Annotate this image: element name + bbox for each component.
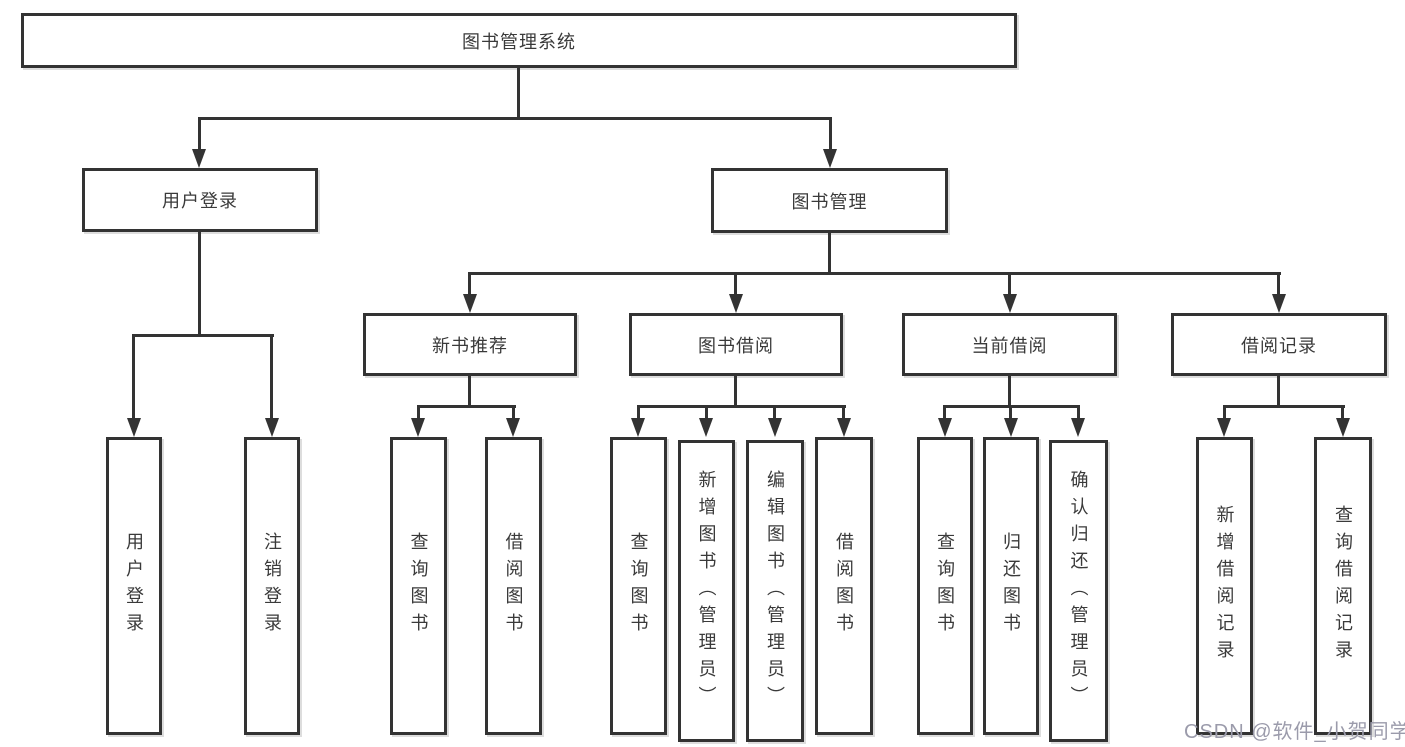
- connector-line: [828, 233, 831, 274]
- connector-line: [512, 405, 515, 422]
- node-root: 图书管理系统: [21, 13, 1017, 68]
- leaf-label: 确认归还（管理员）: [1068, 469, 1089, 713]
- csdn-watermark: CSDN @软件_小贺同学: [1184, 721, 1405, 743]
- connector-line: [705, 405, 708, 422]
- connector-line: [637, 405, 640, 422]
- connector-line: [468, 272, 471, 298]
- connector-line: [417, 405, 516, 408]
- connector-line: [1008, 375, 1011, 407]
- arrow-down-icon: [506, 418, 520, 437]
- leaf-user-login-label: 用户登录: [124, 532, 144, 640]
- leaf-label: 新增借阅记录: [1214, 505, 1235, 667]
- node-current-borrow-label: 当前借阅: [971, 335, 1048, 356]
- arrow-down-icon: [699, 418, 713, 437]
- node-book-management: 图书管理: [711, 168, 948, 233]
- leaf-query-books-borrow: 查询图书: [610, 437, 667, 735]
- node-book-management-label: 图书管理: [791, 191, 868, 212]
- leaf-label: 借阅图书: [834, 532, 854, 640]
- leaf-query-borrow-record: 查询借阅记录: [1314, 437, 1372, 735]
- connector-line: [517, 68, 520, 118]
- node-borrow-records-label: 借阅记录: [1241, 335, 1317, 356]
- connector-line: [734, 375, 737, 407]
- leaf-logout-label: 注销登录: [262, 532, 282, 640]
- connector-line: [1223, 405, 1345, 408]
- node-root-label: 图书管理系统: [462, 31, 576, 52]
- connector-line: [132, 334, 274, 337]
- connector-line: [468, 272, 1281, 275]
- leaf-logout: 注销登录: [244, 437, 300, 735]
- connector-line: [943, 405, 946, 422]
- leaf-borrow-books-recommend: 借阅图书: [485, 437, 542, 735]
- arrow-down-icon: [127, 418, 141, 437]
- connector-line: [198, 117, 201, 152]
- arrow-down-icon: [192, 149, 206, 168]
- arrow-down-icon: [631, 418, 645, 437]
- connector-line: [842, 405, 845, 422]
- node-borrow-records: 借阅记录: [1171, 313, 1387, 376]
- leaf-confirm-return-admin: 确认归还（管理员）: [1049, 440, 1108, 742]
- connector-line: [1341, 405, 1344, 422]
- arrow-down-icon: [1004, 418, 1018, 437]
- arrow-down-icon: [1003, 294, 1017, 313]
- leaf-borrow-books: 借阅图书: [815, 437, 873, 735]
- connector-line: [773, 405, 776, 422]
- leaf-label: 查询图书: [935, 532, 955, 640]
- arrow-down-icon: [938, 418, 952, 437]
- connector-line: [1277, 375, 1280, 407]
- connector-line: [417, 405, 420, 422]
- connector-line: [132, 334, 135, 421]
- arrow-down-icon: [411, 418, 425, 437]
- leaf-add-books-admin: 新增图书（管理员）: [678, 440, 735, 742]
- connector-line: [1009, 405, 1012, 422]
- arrow-down-icon: [837, 418, 851, 437]
- leaf-label: 编辑图书（管理员）: [765, 469, 785, 713]
- arrow-down-icon: [729, 294, 743, 313]
- arrow-down-icon: [1336, 418, 1350, 437]
- node-book-borrow-label: 图书借阅: [698, 335, 774, 356]
- node-new-book-recommend: 新书推荐: [363, 313, 577, 376]
- leaf-label: 归还图书: [1001, 532, 1021, 640]
- leaf-edit-books-admin: 编辑图书（管理员）: [746, 440, 804, 742]
- leaf-query-books-current: 查询图书: [917, 437, 973, 735]
- connector-line: [1277, 272, 1280, 298]
- arrow-down-icon: [463, 294, 477, 313]
- node-user-login: 用户登录: [82, 168, 318, 232]
- leaf-label: 借阅图书: [503, 532, 524, 640]
- connector-line: [1077, 405, 1080, 422]
- node-user-login-label: 用户登录: [162, 191, 238, 211]
- connector-line: [1008, 272, 1011, 298]
- node-new-book-recommend-label: 新书推荐: [432, 335, 508, 356]
- leaf-query-books-recommend: 查询图书: [390, 437, 447, 735]
- connector-line: [198, 232, 201, 335]
- arrow-down-icon: [265, 418, 279, 437]
- arrow-down-icon: [823, 149, 837, 168]
- leaf-label: 查询图书: [408, 532, 429, 640]
- arrow-down-icon: [1272, 294, 1286, 313]
- connector-line: [468, 375, 471, 407]
- arrow-down-icon: [1217, 418, 1231, 437]
- node-current-borrow: 当前借阅: [902, 313, 1117, 376]
- node-book-borrow: 图书借阅: [629, 313, 843, 376]
- arrow-down-icon: [768, 418, 782, 437]
- connector-line: [829, 117, 832, 152]
- leaf-user-login: 用户登录: [106, 437, 162, 735]
- connector-line: [270, 334, 273, 421]
- leaf-add-borrow-record: 新增借阅记录: [1196, 437, 1253, 735]
- connector-line: [734, 272, 737, 298]
- leaf-label: 查询借阅记录: [1333, 505, 1353, 667]
- leaf-label: 查询图书: [628, 532, 649, 640]
- leaf-label: 新增图书（管理员）: [696, 469, 717, 713]
- leaf-return-books: 归还图书: [983, 437, 1039, 735]
- arrow-down-icon: [1071, 418, 1085, 437]
- connector-line: [1223, 405, 1226, 422]
- connector-line: [198, 117, 832, 120]
- connector-line: [637, 405, 846, 408]
